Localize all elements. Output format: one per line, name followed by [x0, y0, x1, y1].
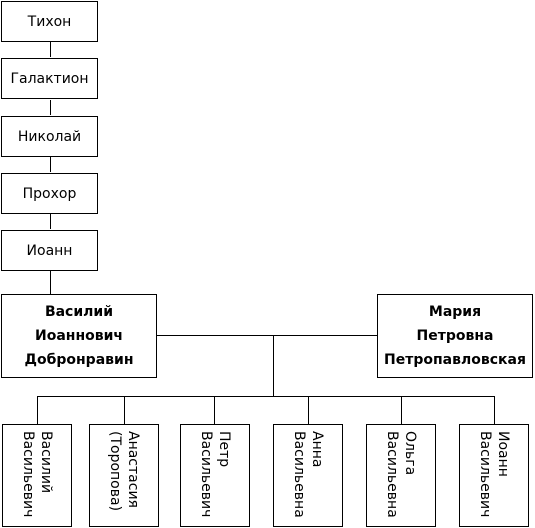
ancestor-name: Тихон [27, 13, 72, 30]
child-second-line: Васильевна [384, 431, 400, 518]
mother-patronymic: Петровна [416, 328, 494, 344]
ancestor-box: Галактион [1, 58, 98, 99]
child-second-line: (Торопова) [107, 431, 123, 512]
child-first-name: Петр [216, 431, 232, 468]
mother-box: Мария Петровна Петропавловская [377, 294, 533, 378]
child-first-name: Василий [38, 431, 54, 494]
father-first-name: Василий [44, 304, 114, 320]
child-box: Василий Васильевич [2, 424, 72, 527]
ancestor-box: Николай [1, 116, 98, 157]
child-box: Анна Васильевна [273, 424, 343, 527]
child-box: Иоанн Васильевич [459, 424, 529, 527]
child-first-name: Анна [309, 431, 325, 468]
child-box: Анастасия (Торопова) [89, 424, 159, 527]
child-box: Петр Васильевич [180, 424, 250, 527]
child-second-line: Васильевна [291, 431, 307, 518]
child-first-name: Иоанн [495, 431, 511, 477]
child-second-line: Васильевич [477, 431, 493, 518]
child-first-name: Ольга [402, 431, 418, 476]
child-second-line: Васильевич [20, 431, 36, 518]
mother-first-name: Мария [428, 304, 482, 320]
ancestor-box: Тихон [1, 1, 98, 42]
ancestor-name: Иоанн [26, 242, 73, 259]
mother-surname: Петропавловская [384, 352, 526, 368]
ancestor-box: Прохор [1, 173, 98, 214]
child-first-name: Анастасия [125, 431, 141, 508]
ancestor-name: Прохор [22, 185, 77, 202]
child-box: Ольга Васильевна [366, 424, 436, 527]
ancestor-name: Николай [17, 128, 82, 145]
father-surname: Добронравин [24, 352, 134, 368]
child-second-line: Васильевич [198, 431, 214, 518]
ancestor-box: Иоанн [1, 230, 98, 271]
father-box: Василий Иоаннович Добронравин [1, 294, 157, 378]
father-patronymic: Иоаннович [34, 328, 124, 344]
ancestor-name: Галактион [10, 70, 89, 87]
